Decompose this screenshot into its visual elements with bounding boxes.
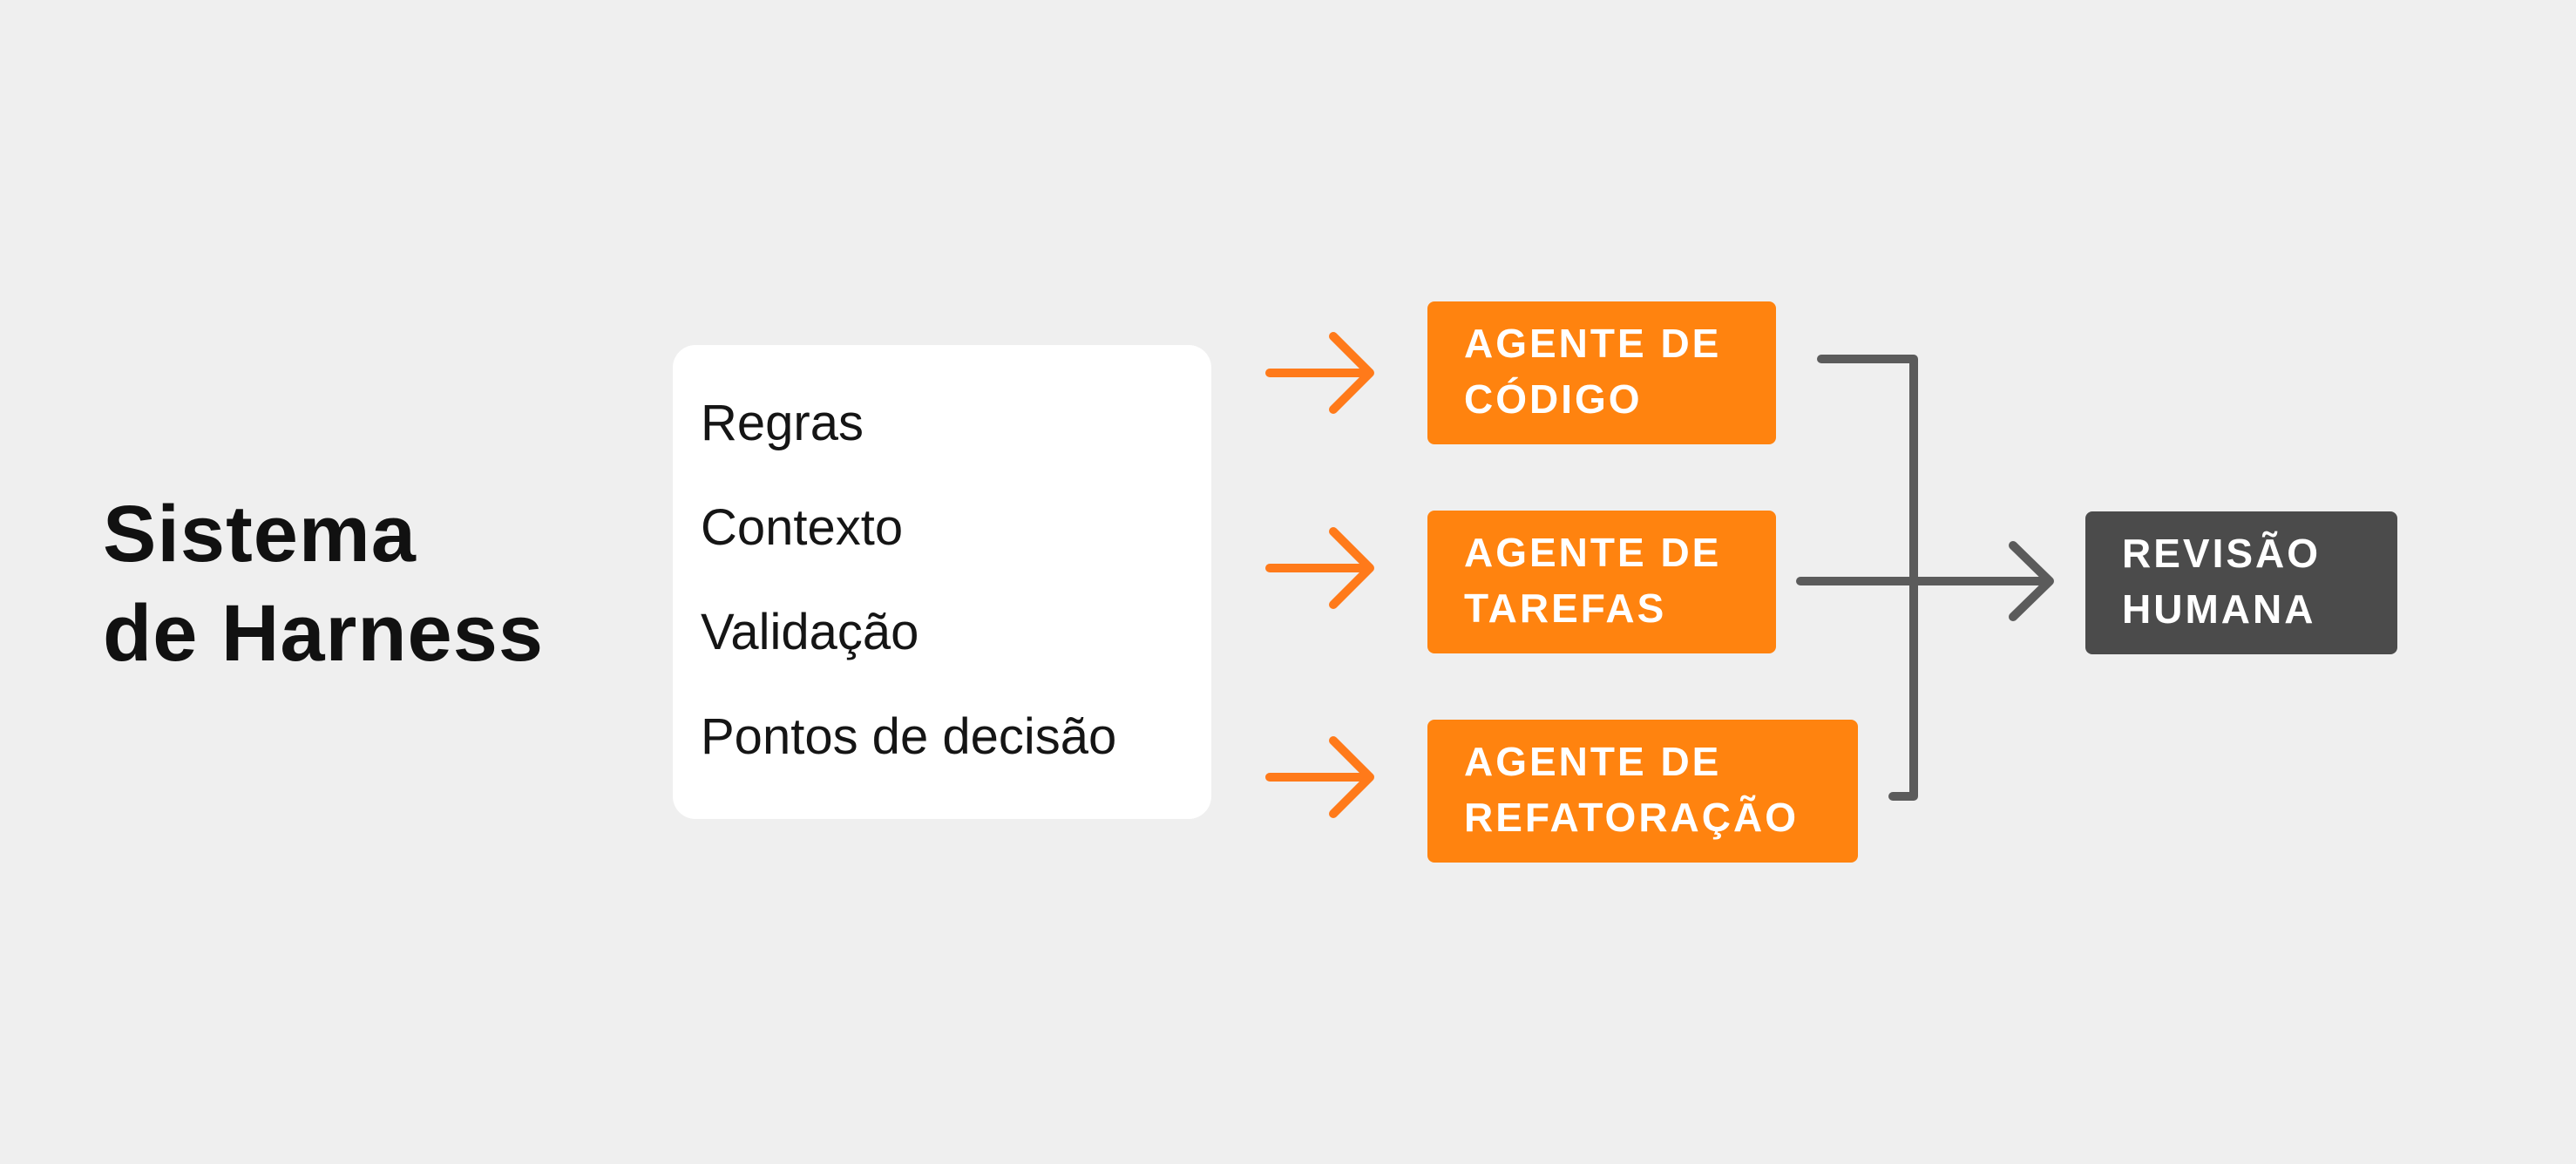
arrow-to-agente-tarefas-icon — [1265, 527, 1374, 609]
agente-tarefas-box: AGENTE DE TAREFAS — [1427, 511, 1776, 653]
arrow-to-agente-codigo-icon — [1265, 332, 1374, 414]
agente-refatoracao-line-2: REFATORAÇÃO — [1464, 795, 1799, 840]
arrow-to-agente-refatoracao-icon — [1265, 736, 1374, 818]
agente-codigo-line-2: CÓDIGO — [1464, 376, 1643, 422]
revisao-humana-line-1: REVISÃO — [2122, 531, 2322, 576]
component-rules: Regras — [701, 395, 864, 451]
component-decision-points: Pontos de decisão — [701, 708, 1117, 765]
agente-codigo-line-1: AGENTE DE — [1464, 321, 1722, 366]
title-line-1: Sistema — [103, 490, 417, 579]
title-line-2: de Harness — [103, 589, 545, 678]
revisao-humana-line-2: HUMANA — [2122, 586, 2316, 632]
agente-refatoracao-box: AGENTE DE REFATORAÇÃO — [1427, 720, 1858, 863]
agente-codigo-box: AGENTE DE CÓDIGO — [1427, 301, 1776, 444]
agente-tarefas-line-2: TAREFAS — [1464, 585, 1667, 631]
revisao-humana-box: REVISÃO HUMANA — [2085, 511, 2397, 654]
agente-tarefas-line-1: AGENTE DE — [1464, 530, 1722, 575]
merge-arrow-head-icon — [2009, 541, 2054, 621]
diagram-title: Sistema de Harness — [103, 484, 544, 683]
component-context: Contexto — [701, 499, 904, 556]
components-panel: Regras Contexto Validação Pontos de deci… — [673, 345, 1211, 819]
component-validation: Validação — [701, 604, 919, 660]
agente-refatoracao-line-1: AGENTE DE — [1464, 739, 1722, 784]
